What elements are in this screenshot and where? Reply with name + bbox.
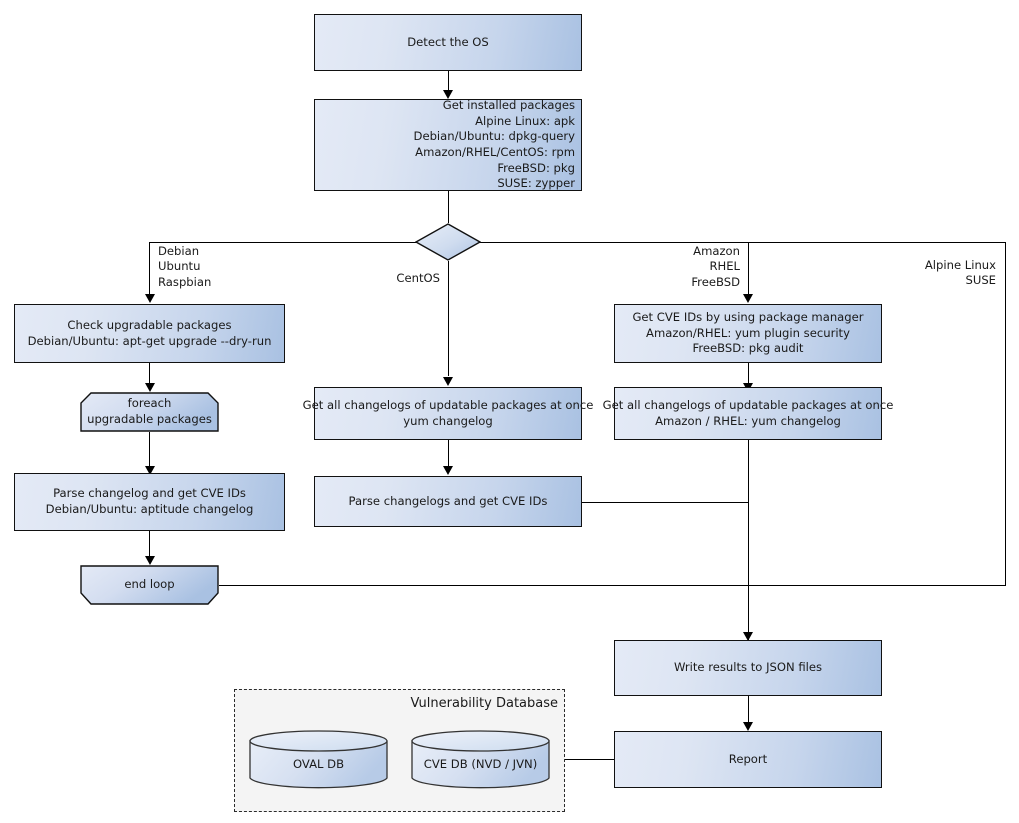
arrowhead-changelogs-centos xyxy=(443,377,453,386)
node-changelogs-rhel-label: Get all changelogs of updatable packages… xyxy=(602,397,894,428)
node-parse-changelogs-centos[interactable]: Parse changelogs and get CVE IDs xyxy=(314,476,582,527)
node-check-upgradable-label: Check upgradable packages Debian/Ubuntu:… xyxy=(27,317,272,348)
connector-center-parse-to-trunk xyxy=(582,501,748,503)
node-parse-changelogs-centos-label: Parse changelogs and get CVE IDs xyxy=(348,493,548,508)
node-detect-os[interactable]: Detect the OS xyxy=(314,14,582,71)
node-write-results[interactable]: Write results to JSON files xyxy=(614,640,882,696)
node-os-decision[interactable] xyxy=(415,223,481,261)
arrowhead-packages xyxy=(443,90,453,99)
database-cve-db-label: CVE DB (NVD / JVN) xyxy=(423,756,538,771)
node-get-cve-ids-pkgmgr-label: Get CVE IDs by using package manager Ama… xyxy=(632,310,864,356)
node-get-installed-packages[interactable]: Get installed packages Alpine Linux: apk… xyxy=(314,98,582,191)
connector-packages-to-decision xyxy=(447,191,449,223)
connector-centos-changelogs-to-parse xyxy=(447,440,449,470)
node-changelogs-centos[interactable]: Get all changelogs of updatable packages… xyxy=(303,387,593,440)
database-oval-db-label: OVAL DB xyxy=(292,756,345,771)
arrowhead-parse-changelog xyxy=(144,466,155,475)
connector-amazon-branch xyxy=(747,242,749,295)
node-check-upgradable[interactable]: Check upgradable packages Debian/Ubuntu:… xyxy=(14,304,285,363)
node-end-loop-label: end loop xyxy=(124,577,175,592)
connector-parse-to-endloop xyxy=(149,531,151,559)
arrowhead-end-loop xyxy=(144,556,155,565)
connector-write-to-report xyxy=(747,696,749,726)
connector-branch-bus xyxy=(149,241,1006,243)
arrowhead-check-upgradable xyxy=(144,294,155,303)
arrowhead-get-cve-ids xyxy=(743,294,753,303)
group-vulnerability-database-title: Vulnerability Database xyxy=(410,696,558,711)
connector-cve-ids-to-changelogs xyxy=(747,363,749,385)
connector-db-to-report xyxy=(565,758,615,760)
node-get-cve-ids-pkgmgr[interactable]: Get CVE IDs by using package manager Ama… xyxy=(614,304,882,363)
arrowhead-foreach xyxy=(144,383,155,392)
node-end-loop[interactable]: end loop xyxy=(80,565,219,605)
node-report[interactable]: Report xyxy=(614,731,882,788)
connector-detect-to-packages xyxy=(447,71,449,93)
database-oval-db[interactable]: OVAL DB xyxy=(249,730,388,789)
node-changelogs-rhel[interactable]: Get all changelogs of updatable packages… xyxy=(603,387,893,440)
connector-foreach-to-parse xyxy=(149,432,151,470)
edge-label-centos: CentOS xyxy=(396,271,440,285)
node-foreach-loop[interactable]: foreach upgradable packages xyxy=(80,392,219,432)
connector-endloop-bus xyxy=(219,584,1006,586)
node-write-results-label: Write results to JSON files xyxy=(673,660,823,675)
connector-main-trunk xyxy=(747,440,749,640)
node-parse-changelog-debian[interactable]: Parse changelog and get CVE IDs Debian/U… xyxy=(14,473,285,531)
connector-check-to-foreach xyxy=(149,363,151,385)
connector-debian-branch xyxy=(149,242,151,295)
node-parse-changelog-debian-label: Parse changelog and get CVE IDs Debian/U… xyxy=(45,486,254,516)
database-cve-db[interactable]: CVE DB (NVD / JVN) xyxy=(411,730,550,789)
arrowhead-parse-changelogs-centos xyxy=(443,466,453,475)
connector-centos-branch xyxy=(447,261,449,376)
connector-alpine-branch xyxy=(1004,242,1006,586)
edge-label-amazon: Amazon RHEL FreeBSD xyxy=(691,244,740,289)
edge-label-debian: Debian Ubuntu Raspbian xyxy=(158,244,212,289)
arrowhead-report xyxy=(743,722,753,731)
arrowhead-write-results xyxy=(743,632,753,641)
edge-label-alpine: Alpine Linux SUSE xyxy=(924,258,996,288)
node-changelogs-centos-label: Get all changelogs of updatable packages… xyxy=(302,397,594,428)
node-foreach-loop-label: foreach upgradable packages xyxy=(87,396,212,426)
node-report-label: Report xyxy=(728,751,768,766)
node-detect-os-label: Detect the OS xyxy=(407,34,489,49)
node-get-installed-packages-label: Get installed packages Alpine Linux: apk… xyxy=(413,98,575,191)
